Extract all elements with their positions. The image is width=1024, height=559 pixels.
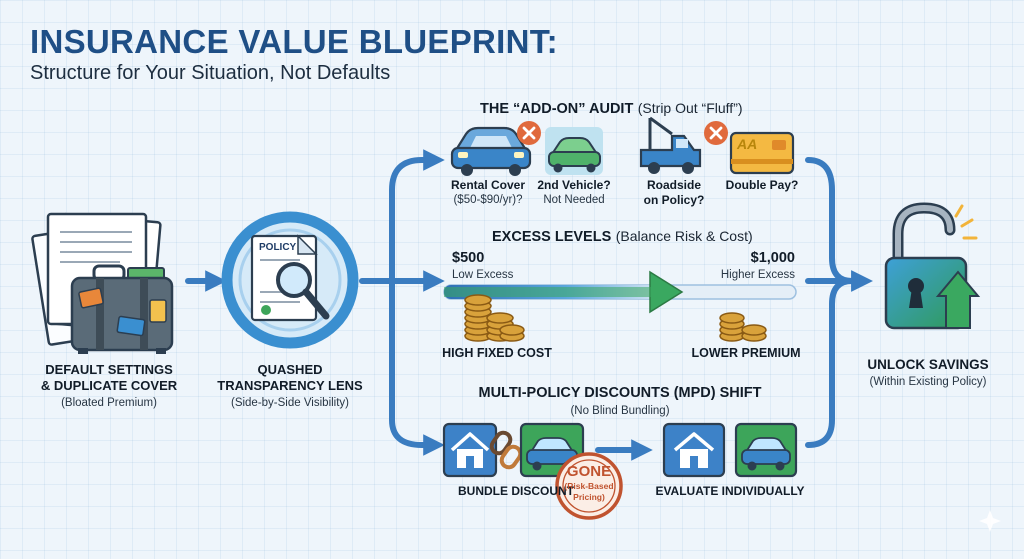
second-vehicle-note: Not Needed: [543, 194, 605, 206]
excess-heading: EXCESS LEVELS (Balance Risk & Cost): [492, 228, 753, 246]
rental-car-icon: [450, 126, 532, 176]
documents-suitcase-icon: [31, 212, 174, 354]
reject-icon: [517, 121, 541, 145]
evaluate-car-icon: [734, 422, 798, 478]
gone-stamp-line1: (Risk-Based: [564, 481, 614, 491]
gone-stamp-line2: Pricing): [573, 492, 605, 502]
rental-cover-price: ($50-$90/yr)?: [453, 194, 523, 206]
page-subtitle: Structure for Your Situation, Not Defaul…: [30, 62, 391, 84]
defaults-caption: (Bloated Premium): [61, 397, 157, 409]
unlock-savings-caption: (Within Existing Policy): [869, 376, 987, 388]
lens-caption: (Side-by-Side Visibility): [230, 397, 350, 409]
unlocked-padlock-icon: [884, 202, 981, 330]
membership-card-icon: [729, 131, 795, 175]
addon-audit-heading-bold: THE “ADD-ON” AUDIT: [480, 101, 634, 117]
arrow-to-addon-audit: [359, 149, 445, 284]
low-excess-label: Low Excess: [452, 269, 514, 281]
sparkle-icon: [979, 510, 1001, 532]
gone-stamp: [555, 452, 623, 520]
tow-truck-icon: [639, 116, 702, 174]
excess-heading-note: (Balance Risk & Cost): [615, 228, 753, 244]
rental-cover-label: Rental Cover: [450, 178, 526, 192]
addon-audit-heading: THE “ADD-ON” AUDIT (Strip Out “Fluff”): [480, 100, 743, 118]
second-vehicle-icon: [545, 127, 603, 175]
roadside-label: Roadside: [646, 178, 702, 192]
unlock-savings-title: UNLOCK SAVINGS: [867, 357, 989, 372]
reject-icon: [704, 121, 728, 145]
arrow-addon-to-unlock: [805, 157, 873, 292]
coin-stacks-low-icon: [719, 312, 767, 342]
arrow-mpd-to-unlock: [805, 278, 855, 448]
high-fixed-cost-label: HIGH FIXED COST: [442, 346, 552, 360]
page-title: INSURANCE VALUE BLUEPRINT:: [30, 23, 558, 60]
coin-stacks-high-icon: [464, 294, 525, 342]
lens-title-line1: QUASHED: [257, 362, 323, 377]
gone-stamp-text: GONE: [566, 463, 612, 480]
mpd-heading: MULTI-POLICY DISCOUNTS (MPD) SHIFT: [478, 385, 762, 401]
second-vehicle-label: 2nd Vehicle?: [537, 178, 611, 192]
low-excess-value: $500: [452, 250, 485, 266]
defaults-title-line1: DEFAULT SETTINGS: [45, 362, 173, 377]
broken-chain-icon: [489, 430, 523, 470]
bundle-house-icon: [442, 422, 498, 478]
arrow-to-mpd: [389, 278, 445, 456]
double-pay-label: Double Pay?: [725, 178, 799, 192]
evaluate-house-icon: [662, 422, 726, 478]
roadside-label-line2: on Policy?: [643, 193, 705, 207]
excess-slider: [443, 270, 797, 314]
lower-premium-label: LOWER PREMIUM: [691, 346, 801, 360]
evaluate-individually-label: EVALUATE INDIVIDUALLY: [655, 484, 805, 498]
lens-title-line2: TRANSPARENCY LENS: [217, 378, 363, 393]
defaults-title-line2: & DUPLICATE COVER: [40, 378, 178, 393]
mpd-subheading: (No Blind Bundling): [570, 405, 670, 417]
addon-audit-heading-note: (Strip Out “Fluff”): [637, 100, 743, 116]
bundle-discount-label: BUNDLE DISCOUNT: [458, 484, 574, 498]
transparency-lens-icon: [221, 211, 359, 349]
excess-heading-bold: EXCESS LEVELS: [492, 229, 612, 245]
card-brand-label: AA: [737, 136, 758, 152]
high-excess-label: Higher Excess: [720, 269, 795, 281]
flow-arrows: [185, 149, 873, 461]
policy-label: POLICY: [259, 242, 297, 253]
high-excess-value: $1,000: [750, 250, 795, 266]
